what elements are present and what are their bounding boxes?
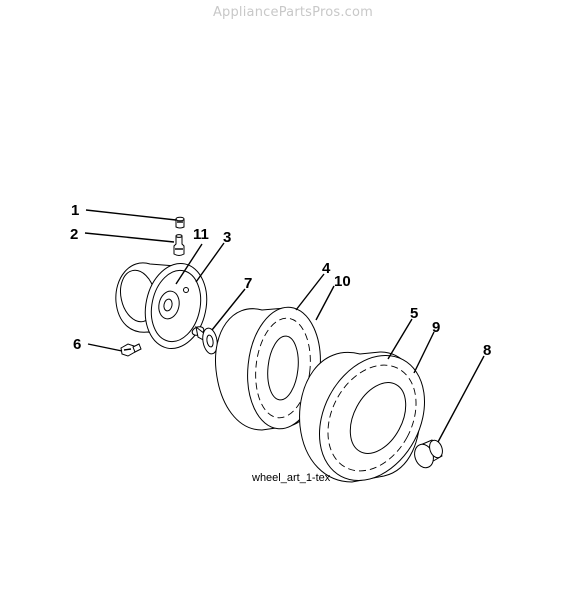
callout-1: 1 [71,202,79,219]
diagram-caption: wheel_art_1-tex [251,472,331,484]
front-tire-part[interactable] [214,304,326,433]
callout-8: 8 [483,342,491,359]
valve-cap-part[interactable] [175,216,185,229]
callout-9: 9 [432,319,440,336]
valve-stem-part[interactable] [173,234,185,256]
callout-3: 3 [223,229,231,246]
bushing-part[interactable] [191,325,219,355]
callout-11: 11 [193,226,209,243]
callout-4: 4 [322,260,331,277]
callout-5: 5 [410,305,418,322]
grease-fitting-part[interactable] [120,343,142,357]
callout-6: 6 [73,336,81,353]
callout-7: 7 [244,275,252,292]
callout-2: 2 [70,226,78,243]
rear-bushing-part[interactable] [411,438,444,470]
callout-10: 10 [334,273,351,290]
rim-part[interactable] [115,258,214,355]
leader-lines [84,209,485,443]
watermark: AppliancePartsPros.com [212,5,374,20]
rear-tire-part[interactable] [299,337,446,499]
